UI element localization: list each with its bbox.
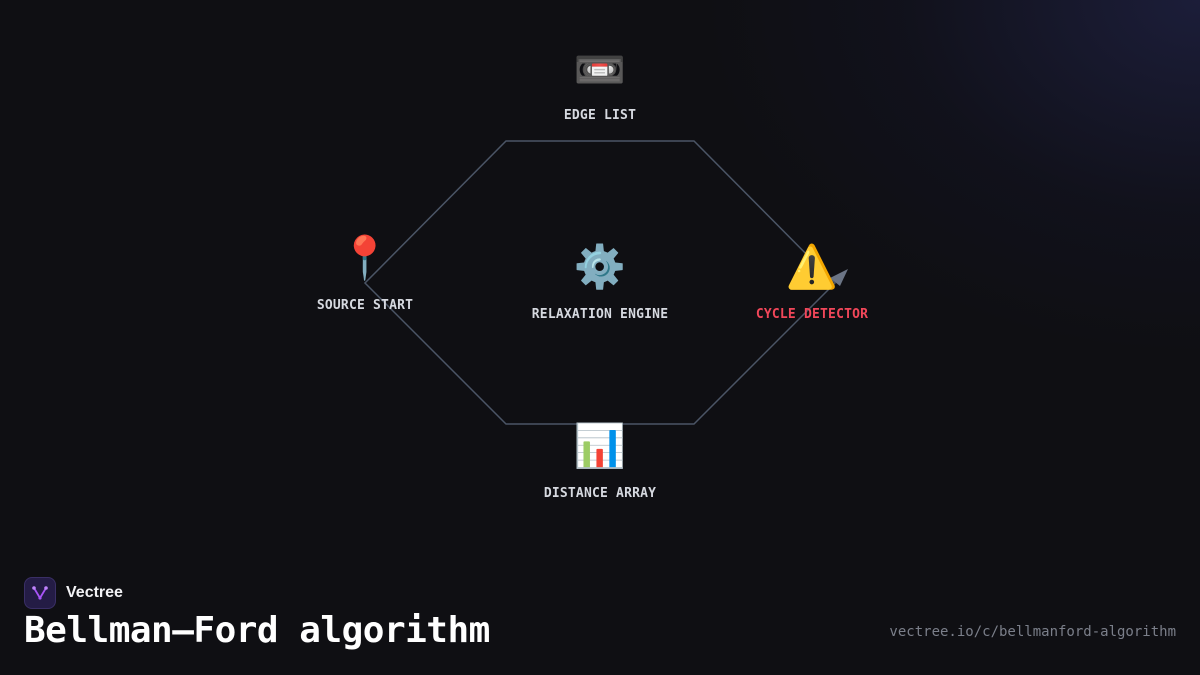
node-distance-array[interactable]: 📊 DISTANCE ARRAY (543, 421, 657, 502)
page-title: Bellman–Ford algorithm (24, 610, 490, 651)
vectree-logo-icon (24, 577, 56, 609)
hexagon-cycle-path (363, 140, 837, 425)
warning-icon: ⚠️ (785, 242, 839, 291)
arrowhead-icon (830, 269, 848, 286)
videocassette-icon: 📼 (573, 45, 627, 94)
node-label: RELAXATION ENGINE (531, 307, 669, 322)
page-url[interactable]: vectree.io/c/bellmanford-algorithm (889, 624, 1176, 640)
node-edge-list[interactable]: 📼 EDGE LIST (563, 45, 637, 124)
node-source-start[interactable]: 📍 SOURCE START (316, 233, 414, 314)
node-label: SOURCE START (316, 298, 414, 313)
node-label: DISTANCE ARRAY (543, 486, 657, 501)
bar-chart-icon: 📊 (573, 421, 627, 470)
node-relaxation-engine[interactable]: ⚙️ RELAXATION ENGINE (531, 242, 669, 323)
brand[interactable]: Vectree (24, 577, 123, 609)
node-cycle-detector[interactable]: ⚠️ CYCLE DETECTOR (755, 242, 869, 323)
brand-name: Vectree (66, 584, 123, 601)
node-label: CYCLE DETECTOR (755, 307, 869, 322)
node-label: EDGE LIST (563, 108, 637, 123)
pushpin-icon: 📍 (338, 233, 392, 282)
gear-icon: ⚙️ (573, 242, 627, 291)
